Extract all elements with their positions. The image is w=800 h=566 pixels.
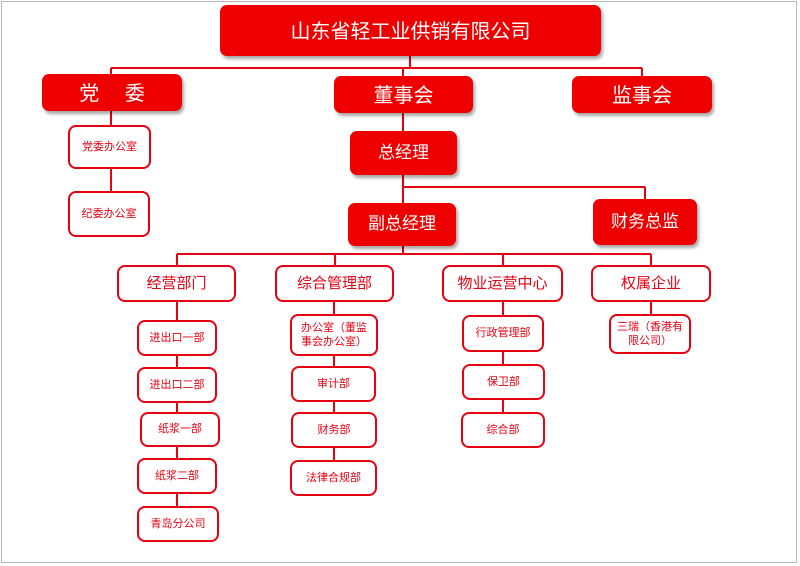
- unit-box: 进出口二部: [137, 367, 217, 403]
- unit-box: 财务部: [291, 412, 377, 448]
- party-committee-box: 党 委: [42, 74, 182, 111]
- party-unit-box: 党委办公室: [68, 125, 151, 169]
- unit-box: 法律合规部: [290, 460, 377, 496]
- general-manager-box: 总经理: [350, 131, 457, 175]
- unit-box: 青岛分公司: [137, 506, 219, 542]
- unit-box: 进出口一部: [137, 320, 217, 356]
- unit-box: 保卫部: [462, 364, 545, 400]
- unit-box: 办公室（董监事会办公室）: [290, 314, 378, 356]
- company-box: 山东省轻工业供销有限公司: [220, 5, 601, 56]
- unit-box: 纸浆二部: [137, 458, 217, 494]
- unit-box: 纸浆一部: [140, 412, 220, 447]
- cfo-box: 财务总监: [593, 199, 697, 245]
- department-box: 权属企业: [591, 265, 711, 302]
- supervisory-board-box: 监事会: [572, 76, 712, 113]
- deputy-gm-box: 副总经理: [348, 203, 456, 246]
- unit-box: 审计部: [291, 366, 376, 402]
- unit-box: 综合部: [461, 412, 545, 448]
- unit-box: 三瑞（香港有限公司）: [609, 314, 691, 354]
- unit-box: 行政管理部: [462, 315, 544, 352]
- department-box: 综合管理部: [275, 265, 394, 302]
- board-box: 董事会: [334, 76, 473, 113]
- department-box: 物业运营中心: [442, 265, 563, 302]
- party-unit-box: 纪委办公室: [68, 191, 150, 237]
- department-box: 经营部门: [117, 265, 236, 302]
